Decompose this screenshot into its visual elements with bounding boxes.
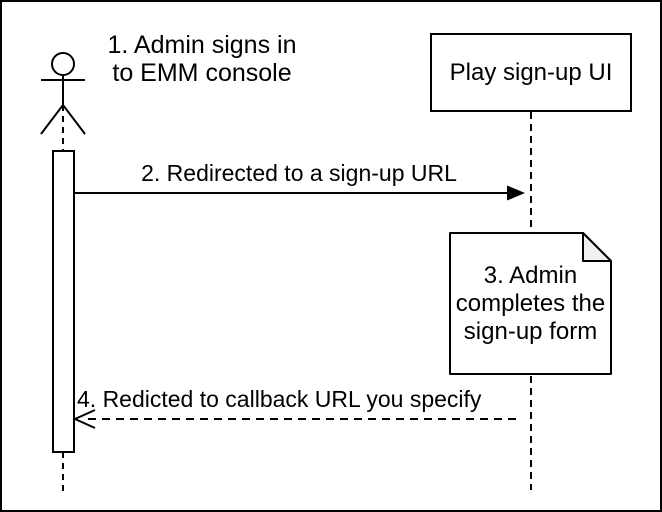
note-label: 3. Admin completes the sign-up form [455,261,606,345]
message-4-arrow [72,409,522,429]
participant-label: Play sign-up UI [449,58,613,86]
actor-left-leg [40,104,64,135]
message-2-arrowhead-icon [507,185,525,201]
note-body [449,232,612,375]
actor-icon [40,52,86,135]
message-2-label: 2. Redirected to a sign-up URL [141,160,457,186]
participant-play-signup-ui: Play sign-up UI [430,33,632,112]
activation-bar [52,150,75,453]
message-4-label: 4. Redicted to callback URL you specify [77,386,482,412]
actor-right-leg [62,104,86,135]
note-fold-icon [582,232,612,262]
message-2-arrow [74,185,525,201]
actor-label: 1. Admin signs in to EMM console [107,31,297,87]
message-4-arrowhead-icon [72,409,96,429]
note-shape [449,232,612,375]
actor-head [51,52,75,76]
